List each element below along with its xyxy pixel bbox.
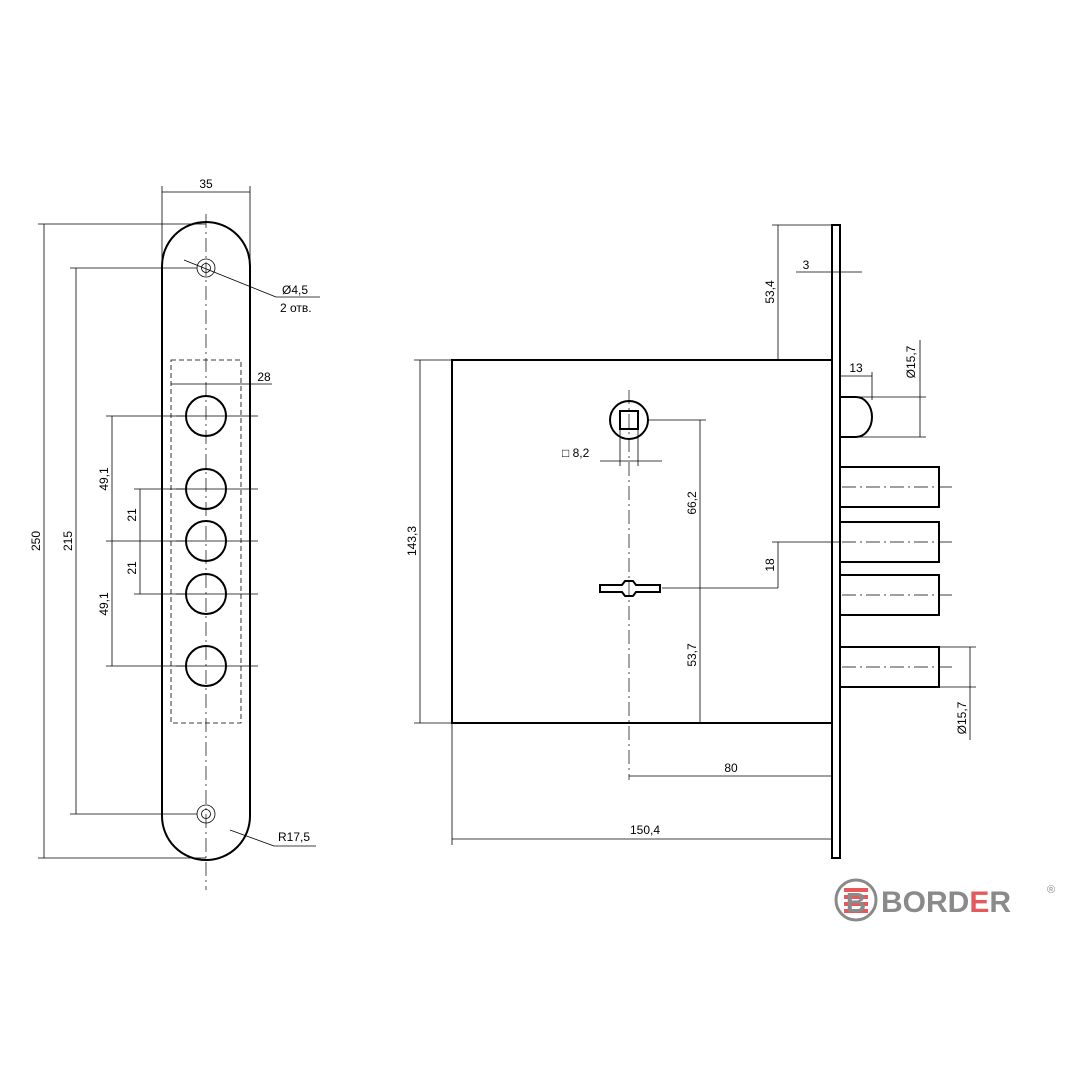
dim-spacing-mid-upper-label: 21 [125, 508, 139, 522]
border-logo: B BORDER ® [834, 878, 1055, 922]
dim-screw-spacing [70, 267, 197, 815]
dim-body-height [414, 359, 452, 724]
dim-key-to-bottom-label: 53,7 [685, 643, 699, 667]
dim-faceplate-offset [772, 224, 832, 360]
dim-key-to-bolt [772, 541, 840, 588]
screw-hole-count-label: 2 отв. [280, 301, 312, 315]
logo-brand-text: BORDER [881, 886, 1011, 919]
leader-corner-radius [229, 829, 316, 847]
logo-trademark: ® [1047, 884, 1055, 896]
dim-spindle-square-label: □ 8,2 [562, 446, 590, 460]
lock-body-view: 53,4 3 13 Ø15,7 Ø15,7 [405, 224, 976, 859]
latch-bolt [840, 396, 873, 438]
dim-key-to-bolt-label: 18 [763, 558, 777, 572]
dim-spacing-bottom-label: 49,1 [97, 592, 111, 616]
dim-hole-spacing-outer [106, 415, 186, 667]
lock-body-outline [451, 359, 833, 724]
dim-body-depth-label: 150,4 [630, 823, 660, 837]
dim-spindle-to-key-label: 66,2 [685, 491, 699, 515]
dim-spacing-mid-lower-label: 21 [125, 561, 139, 575]
leader-screw-hole [183, 259, 320, 298]
dim-bolt-diameter [939, 646, 976, 740]
dim-latch-diameter [856, 340, 926, 438]
keyhole [599, 580, 661, 597]
corner-radius-label: R17,5 [278, 830, 310, 844]
dim-faceplate-thickness-label: 3 [803, 258, 810, 272]
dim-spindle-square [600, 430, 662, 466]
logo-emblem-icon: B [834, 878, 878, 922]
dim-spindle-to-key [648, 419, 706, 588]
dim-backset-label: 80 [724, 761, 738, 775]
strike-cutout-outline [170, 359, 242, 724]
dim-key-to-bottom [662, 587, 778, 723]
dim-strike-height [38, 223, 206, 859]
dim-body-depth [451, 723, 832, 845]
dim-body-height-label: 143,3 [405, 526, 419, 556]
strike-plate-outline [161, 221, 251, 861]
svg-text:B: B [846, 887, 866, 918]
strike-plate-view: 35 250 215 49,1 49,1 21 [29, 177, 320, 890]
dim-bolt-diameter-label: Ø15,7 [955, 701, 969, 734]
screw-hole-label: Ø4,5 [282, 283, 308, 297]
dim-strike-width-label: 35 [199, 177, 213, 191]
dim-cutout-width-label: 28 [257, 370, 271, 384]
dim-spacing-top-label: 49,1 [97, 467, 111, 491]
dim-faceplate-offset-label: 53,4 [763, 280, 777, 304]
dim-latch-diameter-label: Ø15,7 [904, 345, 918, 378]
dim-strike-height-label: 250 [29, 531, 43, 551]
dim-latch-projection [840, 372, 873, 400]
dim-screw-spacing-label: 215 [61, 531, 75, 551]
dim-hole-spacing-inner [134, 488, 186, 595]
dim-latch-projection-label: 13 [849, 361, 863, 375]
faceplate-outline [831, 224, 841, 859]
